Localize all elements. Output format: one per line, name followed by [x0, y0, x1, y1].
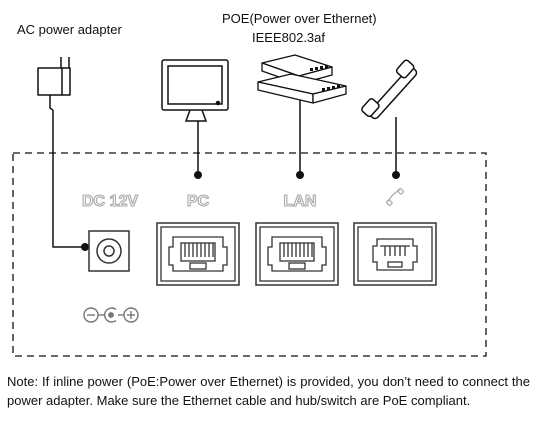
poe-label-line2: IEEE802.3af: [252, 30, 325, 45]
handset-port-icon: [385, 187, 404, 206]
connection-diagram: DC 12V PC LAN: [12, 54, 487, 357]
handset-cable-plug: [392, 171, 400, 179]
phone-back-panel-outline: [12, 152, 487, 357]
ac-adapter-label: AC power adapter: [17, 22, 122, 37]
pc-port-label: PC: [187, 193, 210, 210]
note-text: Note: If inline power (PoE:Power over Et…: [7, 374, 530, 408]
power-adapter-icon: [37, 57, 71, 111]
pc-cable-plug: [194, 171, 202, 179]
network-switch-icon: [257, 54, 347, 104]
dc-port-label: DC 12V: [82, 193, 138, 210]
monitor-icon: [161, 59, 229, 122]
lan-port-label: LAN: [284, 193, 317, 210]
dc-power-jack: [88, 230, 130, 272]
poe-label-line1: POE(Power over Ethernet): [222, 11, 377, 26]
pc-port: [156, 222, 240, 286]
power-cable: [52, 110, 86, 248]
handset-port: [353, 222, 437, 286]
handset-icon: [361, 59, 418, 120]
power-cable-plug: [81, 243, 89, 251]
polarity-symbol-icon: [83, 307, 139, 323]
switch-port-marks: [310, 65, 340, 91]
lan-cable-plug: [296, 171, 304, 179]
lan-port: [255, 222, 339, 286]
